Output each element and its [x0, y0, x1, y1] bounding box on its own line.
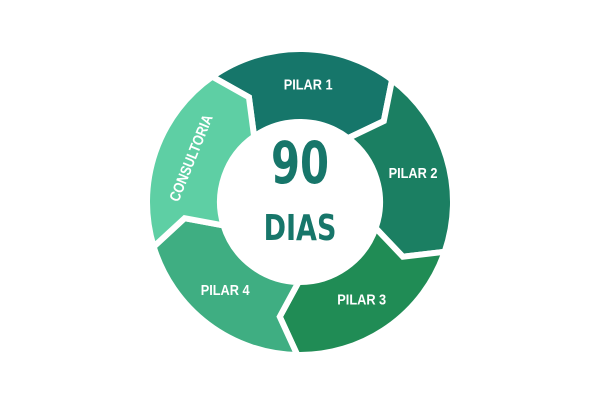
segment-label: PILAR 2 [389, 164, 438, 181]
segment-label: PILAR 1 [284, 76, 333, 93]
segment-label: PILAR 3 [337, 291, 386, 308]
center-number: 90 [271, 129, 329, 197]
center-unit: DIAS [264, 206, 337, 249]
segment-label: PILAR 4 [201, 281, 250, 298]
center-circle [218, 120, 382, 284]
